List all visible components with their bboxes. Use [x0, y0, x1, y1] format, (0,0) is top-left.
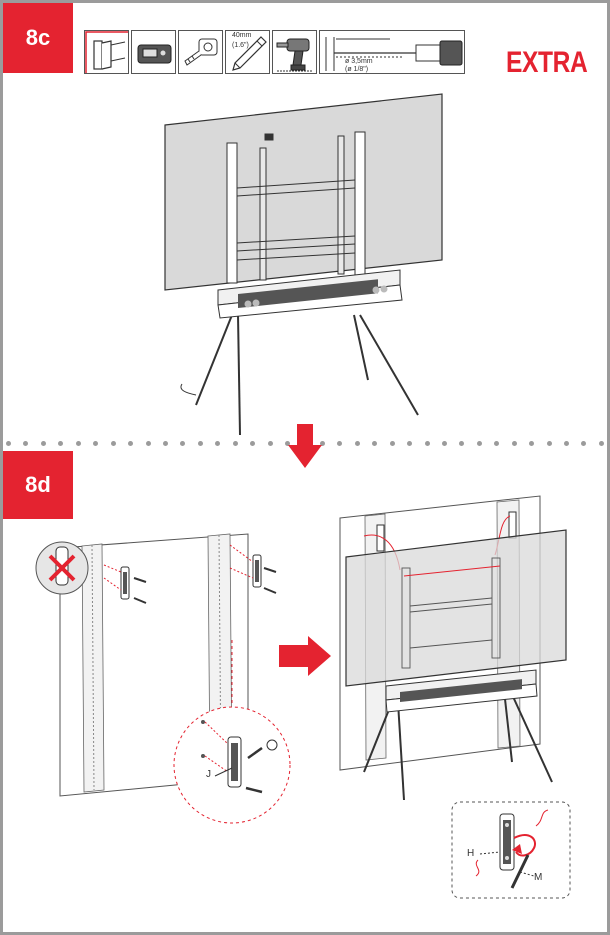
wall-level-icon [84, 30, 129, 74]
drill-depth-mm: 40mm [232, 32, 252, 39]
part-label-m: M [534, 872, 543, 883]
part-label-h: H [467, 848, 475, 859]
sound-bar [217, 269, 403, 319]
pencil-icon [225, 30, 270, 74]
stand-legs [195, 314, 419, 436]
drill-diameter-mm: ø 3,5mm [345, 58, 373, 65]
step-badge-8c: 8c [3, 3, 73, 73]
step-8c-illustration [164, 93, 443, 436]
tool-list [84, 30, 465, 76]
drill-diameter-in: (ø 1/8") [345, 66, 369, 73]
step-badge-8d: 8d [3, 451, 73, 519]
part-label-j: J [206, 769, 211, 780]
tv-screen-mounted [345, 529, 567, 687]
power-drill-icon [272, 30, 317, 74]
tape-measure-icon [178, 30, 223, 74]
step-divider [6, 440, 604, 446]
drill-depth-in: (1.6") [232, 42, 249, 49]
bracket-detail [201, 720, 278, 794]
left-bracket [103, 564, 147, 604]
extra-label: EXTRA [506, 46, 588, 79]
stud-finder-icon [131, 30, 176, 74]
right-bracket [229, 544, 277, 594]
no-anchor-icon [35, 541, 89, 595]
drill-bit-spec-icon [319, 30, 465, 74]
wall-mount-frame [226, 131, 366, 284]
